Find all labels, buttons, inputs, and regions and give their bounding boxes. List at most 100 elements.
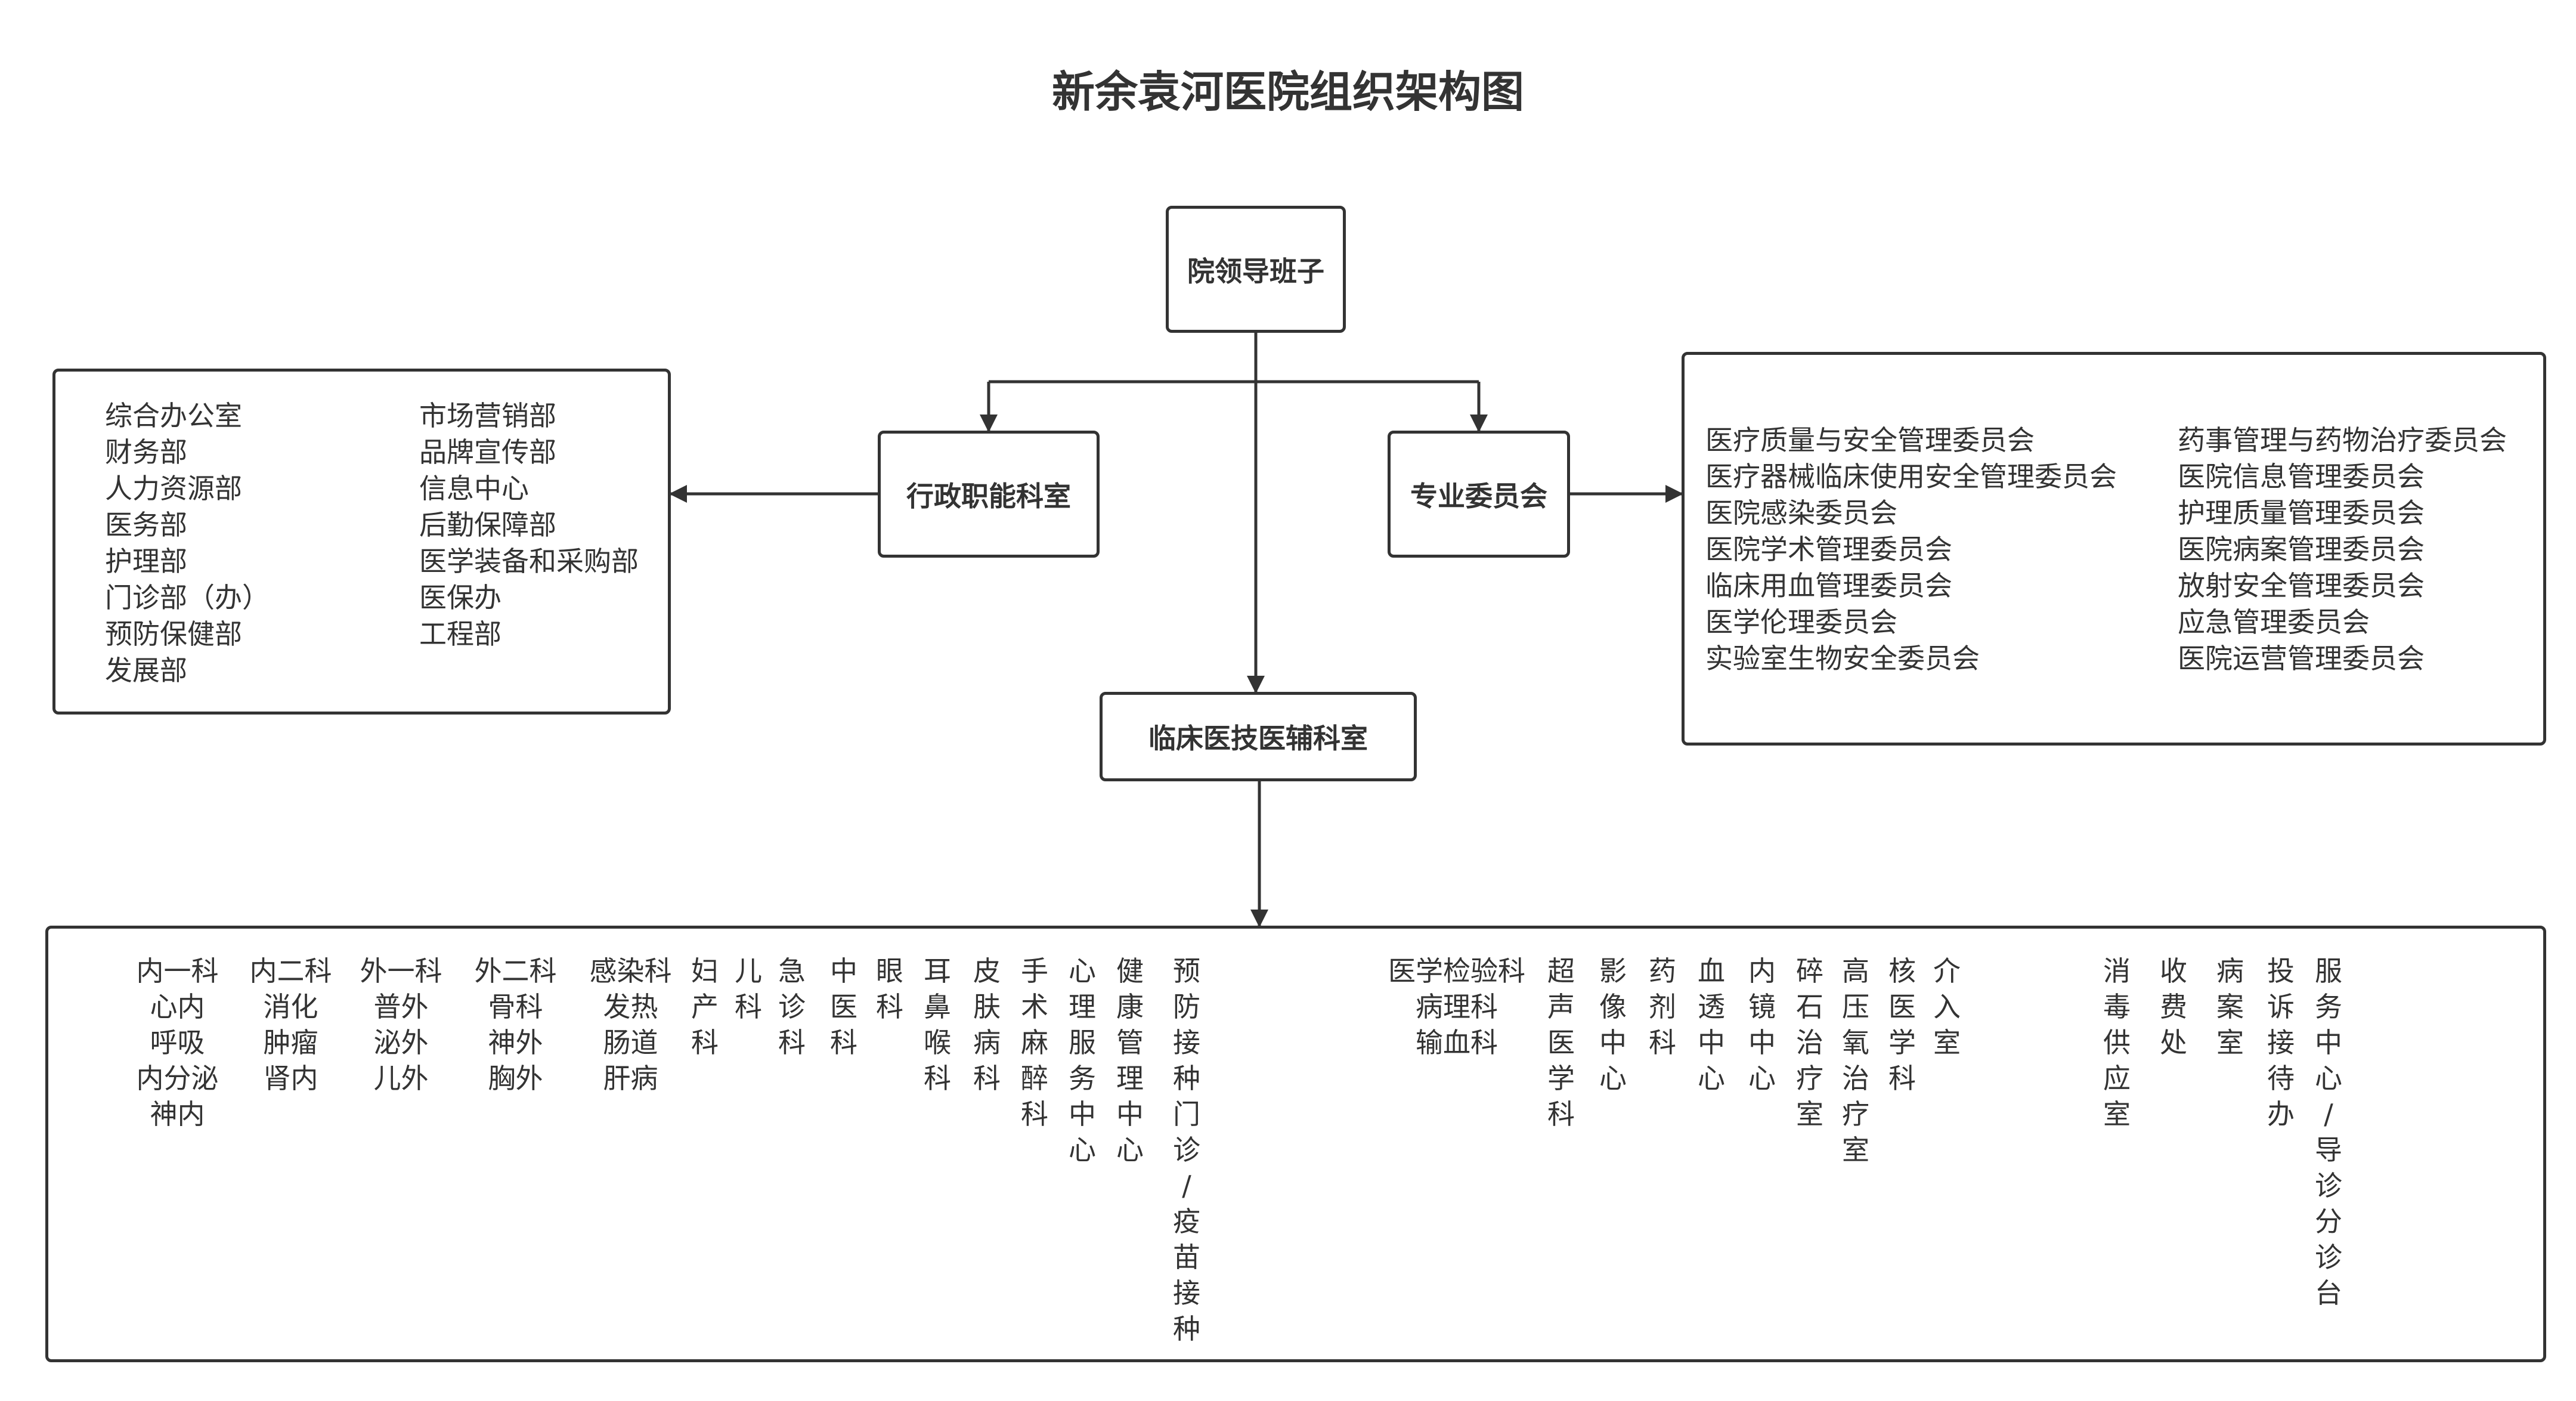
list-item: 医学伦理委员会 <box>1705 606 1897 638</box>
admin-departments-col2: 市场营销部 品牌宣传部 信息中心 后勤保障部 医学装备和采购部 医保办 工程部 <box>419 398 639 652</box>
node-admin-label: 行政职能科室 <box>906 480 1071 512</box>
list-item: 医务部 <box>105 509 187 541</box>
list-item: 发展部 <box>105 654 187 686</box>
list-item: 医保办 <box>419 582 501 614</box>
clinical-vertical-0: 妇产科 <box>691 955 719 1059</box>
support-vertical-3: 投诉接待办 <box>2267 955 2295 1130</box>
list-item: 财务部 <box>105 436 187 468</box>
list-item: 人力资源部 <box>105 472 242 505</box>
list-item: 医院病案管理委员会 <box>2178 533 2425 565</box>
list-item: 泌外 <box>373 1026 429 1059</box>
tech-vertical-0: 超声医学科 <box>1547 955 1575 1130</box>
clinical-vertical-4: 眼科 <box>876 955 903 1023</box>
list-item: 工程部 <box>419 618 501 650</box>
committees-panel <box>1682 352 2546 746</box>
support-vertical-4: 服务中心/导诊分诊台 <box>2315 955 2342 1309</box>
node-clinical[interactable]: 临床医技医辅科室 <box>1100 692 1417 781</box>
clinical-vertical-2: 急诊科 <box>778 955 806 1059</box>
list-item: 内分泌 <box>136 1062 219 1094</box>
list-item: 药事管理与药物治疗委员会 <box>2178 424 2507 456</box>
list-item: 肠道 <box>603 1026 658 1059</box>
list-item: 医学装备和采购部 <box>419 545 639 577</box>
list-item: 儿外 <box>373 1062 429 1094</box>
list-item: 护理质量管理委员会 <box>2178 497 2425 529</box>
list-item: 综合办公室 <box>105 400 242 432</box>
list-item: 肝病 <box>603 1062 658 1094</box>
clinical-group-surgery-1: 外一科 普外 泌外 儿外 <box>355 953 447 1096</box>
list-item: 感染科 <box>589 955 672 987</box>
list-item: 肾内 <box>263 1062 318 1094</box>
admin-departments-col1: 综合办公室 财务部 人力资源部 医务部 护理部 门诊部（办） 预防保健部 发展部 <box>105 398 270 689</box>
list-item: 信息中心 <box>419 472 529 505</box>
tech-vertical-5: 碎石治疗室 <box>1796 955 1823 1130</box>
list-item: 外一科 <box>360 955 442 987</box>
list-item: 医院感染委员会 <box>1705 497 1897 529</box>
node-committee[interactable]: 专业委员会 <box>1388 431 1570 558</box>
clinical-vertical-8: 心理服务中心 <box>1069 955 1096 1166</box>
list-item: 医疗器械临床使用安全管理委员会 <box>1705 460 2117 493</box>
clinical-vertical-6: 皮肤病科 <box>973 955 1001 1094</box>
list-item: 外二科 <box>474 955 557 987</box>
list-item: 医院信息管理委员会 <box>2178 460 2425 493</box>
tech-vertical-8: 介入室 <box>1933 955 1961 1059</box>
committees-col1: 医疗质量与安全管理委员会 医疗器械临床使用安全管理委员会 医院感染委员会 医院学… <box>1705 422 2117 677</box>
list-item: 市场营销部 <box>419 400 556 432</box>
tech-vertical-1: 影像中心 <box>1599 955 1627 1094</box>
node-leadership-label: 院领导班子 <box>1187 255 1324 287</box>
list-item: 门诊部（办） <box>105 582 270 614</box>
list-item: 胸外 <box>488 1062 543 1094</box>
page-title: 新余袁河医院组织架构图 <box>1051 67 1524 117</box>
list-item: 后勤保障部 <box>419 509 556 541</box>
list-item: 预防保健部 <box>105 618 242 650</box>
list-item: 病理科 <box>1416 991 1498 1023</box>
admin-departments-panel <box>52 369 671 715</box>
list-item: 医院学术管理委员会 <box>1705 533 1952 565</box>
clinical-vertical-9: 健康管理中心 <box>1116 955 1144 1166</box>
clinical-group-surgery-2: 外二科 骨科 神外 胸外 <box>469 953 562 1096</box>
list-item: 神内 <box>150 1098 205 1130</box>
clinical-vertical-7: 手术麻醉科 <box>1021 955 1048 1130</box>
list-item: 神外 <box>488 1026 543 1059</box>
list-item: 医学检验科 <box>1388 955 1525 987</box>
node-clinical-label: 临床医技医辅科室 <box>1148 722 1368 754</box>
list-item: 放射安全管理委员会 <box>2178 570 2425 602</box>
support-vertical-2: 病案室 <box>2216 955 2244 1059</box>
list-item: 心内 <box>150 991 205 1023</box>
support-vertical-1: 收费处 <box>2160 955 2187 1059</box>
list-item: 骨科 <box>488 991 543 1023</box>
tech-vertical-7: 核医学科 <box>1888 955 1916 1094</box>
list-item: 普外 <box>373 991 429 1023</box>
list-item: 品牌宣传部 <box>419 436 556 468</box>
clinical-vertical-5: 耳鼻喉科 <box>924 955 951 1094</box>
list-item: 内一科 <box>136 955 219 987</box>
list-item: 肿瘤 <box>263 1026 318 1059</box>
tech-vertical-3: 血透中心 <box>1698 955 1725 1094</box>
node-committee-label: 专业委员会 <box>1410 480 1547 512</box>
clinical-vertical-1: 儿科 <box>735 955 762 1023</box>
clinical-vertical-3: 中医科 <box>830 955 857 1059</box>
list-item: 呼吸 <box>150 1026 205 1059</box>
list-item: 输血科 <box>1416 1026 1498 1059</box>
committees-col2: 药事管理与药物治疗委员会 医院信息管理委员会 护理质量管理委员会 医院病案管理委… <box>2178 422 2507 677</box>
clinical-vertical-10: 预防接种门诊/疫苗接种 <box>1173 955 1200 1345</box>
node-admin[interactable]: 行政职能科室 <box>878 431 1100 558</box>
node-leadership[interactable]: 院领导班子 <box>1166 206 1346 333</box>
tech-vertical-4: 内镜中心 <box>1748 955 1776 1094</box>
list-item: 内二科 <box>249 955 332 987</box>
tech-group-lab: 医学检验科 病理科 输血科 <box>1382 953 1531 1060</box>
tech-vertical-2: 药剂科 <box>1649 955 1676 1059</box>
clinical-departments-panel <box>45 926 2546 1362</box>
list-item: 发热 <box>603 991 658 1023</box>
support-vertical-0: 消毒供应室 <box>2103 955 2131 1130</box>
clinical-group-infection: 感染科 发热 肠道 肝病 <box>584 953 677 1096</box>
list-item: 医院运营管理委员会 <box>2178 642 2425 675</box>
list-item: 消化 <box>263 991 318 1023</box>
tech-vertical-6: 高压氧治疗室 <box>1842 955 1869 1166</box>
list-item: 医疗质量与安全管理委员会 <box>1705 424 2035 456</box>
list-item: 实验室生物安全委员会 <box>1705 642 1980 675</box>
clinical-group-internal-1: 内一科 心内 呼吸 内分泌 神内 <box>131 953 224 1132</box>
list-item: 护理部 <box>105 545 187 577</box>
clinical-group-internal-2: 内二科 消化 肿瘤 肾内 <box>244 953 337 1096</box>
list-item: 应急管理委员会 <box>2178 606 2370 638</box>
